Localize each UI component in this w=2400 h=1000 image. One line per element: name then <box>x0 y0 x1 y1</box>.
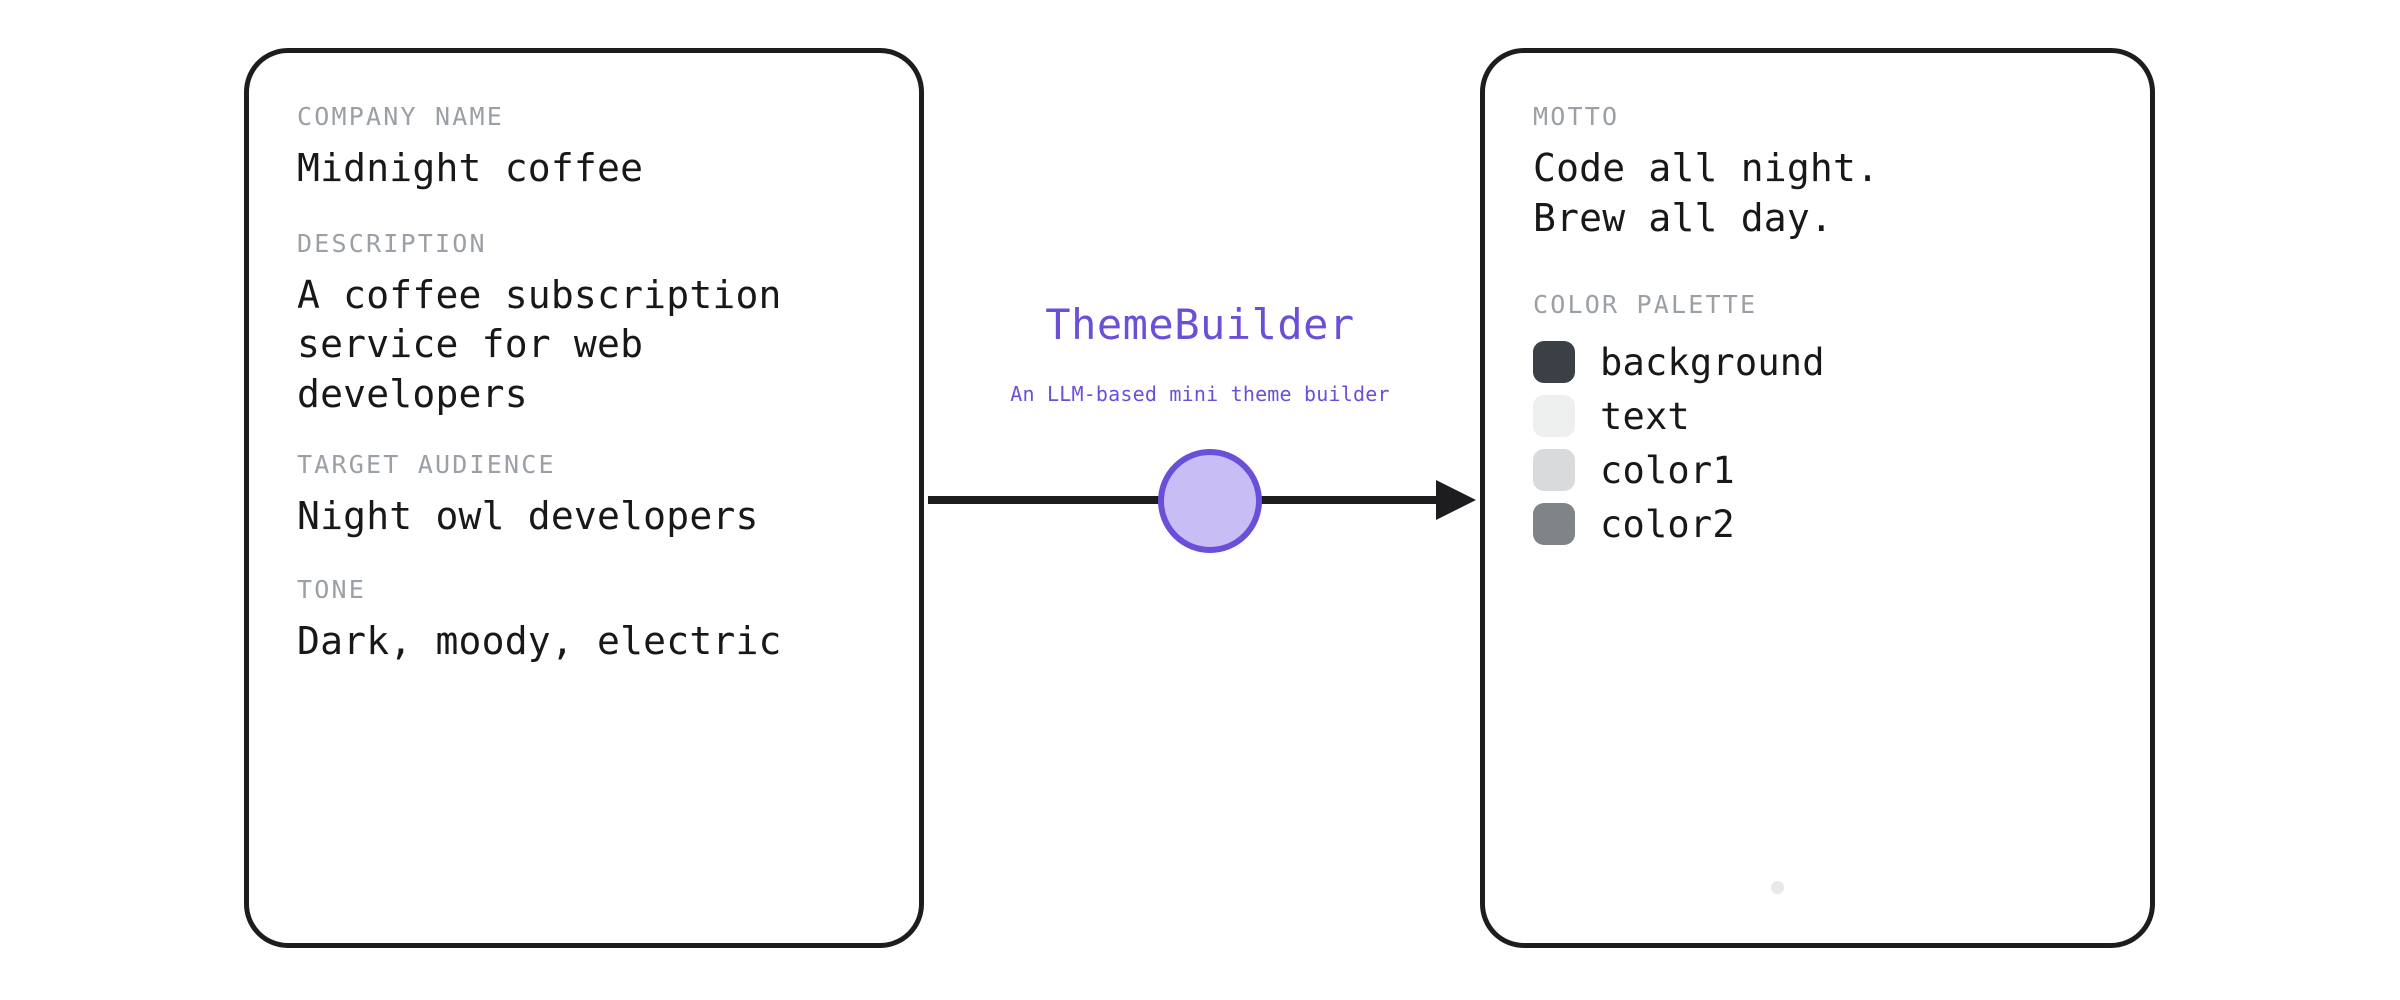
field-value-tone: Dark, moody, electric <box>297 618 782 663</box>
field-label-target-audience: TARGET AUDIENCE <box>297 450 556 480</box>
field-value-motto: Code all night. Brew all day. <box>1533 146 1880 240</box>
processing-node-icon <box>1158 449 1262 553</box>
color-swatch-label: color1 <box>1600 448 1735 492</box>
field-label-motto: MOTTO <box>1533 102 1620 131</box>
field-tone: TONE Dark, moody, electric <box>297 574 879 667</box>
field-label-company-name: COMPANY NAME <box>297 102 505 131</box>
input-card: COMPANY NAME Midnight coffee DESCRIPTION… <box>244 48 924 948</box>
brand-subtitle: An LLM-based mini theme builder <box>1010 382 1390 406</box>
color-swatch-label: text <box>1600 394 1690 438</box>
output-card: MOTTO Code all night. Brew all day. COLO… <box>1480 48 2155 948</box>
output-card-content: MOTTO Code all night. Brew all day. COLO… <box>1533 101 2110 913</box>
field-label-tone: TONE <box>297 574 367 604</box>
color-swatch-label: background <box>1600 340 1825 384</box>
field-label-color-palette: COLOR PALETTE <box>1533 290 1758 320</box>
field-value-description: A coffee subscription service for web de… <box>297 272 782 416</box>
color-swatch-text[interactable] <box>1533 395 1575 438</box>
color-swatch-background[interactable] <box>1533 341 1575 384</box>
field-target-audience: TARGET AUDIENCE Night owl developers <box>297 449 879 542</box>
field-motto: MOTTO Code all night. Brew all day. <box>1533 101 2110 243</box>
field-description: DESCRIPTION A coffee subscription servic… <box>297 228 879 419</box>
field-value-target-audience: Night owl developers <box>297 494 759 539</box>
palette-row: color1 <box>1533 446 2110 494</box>
palette-row: background <box>1533 338 2110 386</box>
field-color-palette: COLOR PALETTE background text color1 <box>1533 289 2110 548</box>
field-value-company-name: Midnight coffee <box>297 146 644 191</box>
pipeline-connector: ThemeBuilder An LLM-based mini theme bui… <box>920 300 1480 590</box>
color-swatch-color1[interactable] <box>1533 449 1575 492</box>
field-company-name: COMPANY NAME Midnight coffee <box>297 101 879 194</box>
palette-list: background text color1 color2 <box>1533 338 2110 548</box>
palette-row: color2 <box>1533 500 2110 548</box>
palette-loading-dot-icon <box>1771 881 1784 894</box>
color-swatch-label: color2 <box>1600 502 1735 546</box>
color-swatch-color2[interactable] <box>1533 503 1575 546</box>
palette-row: text <box>1533 392 2110 440</box>
brand-title: ThemeBuilder <box>1045 300 1355 349</box>
input-card-content: COMPANY NAME Midnight coffee DESCRIPTION… <box>297 101 879 913</box>
field-label-description: DESCRIPTION <box>297 228 487 258</box>
